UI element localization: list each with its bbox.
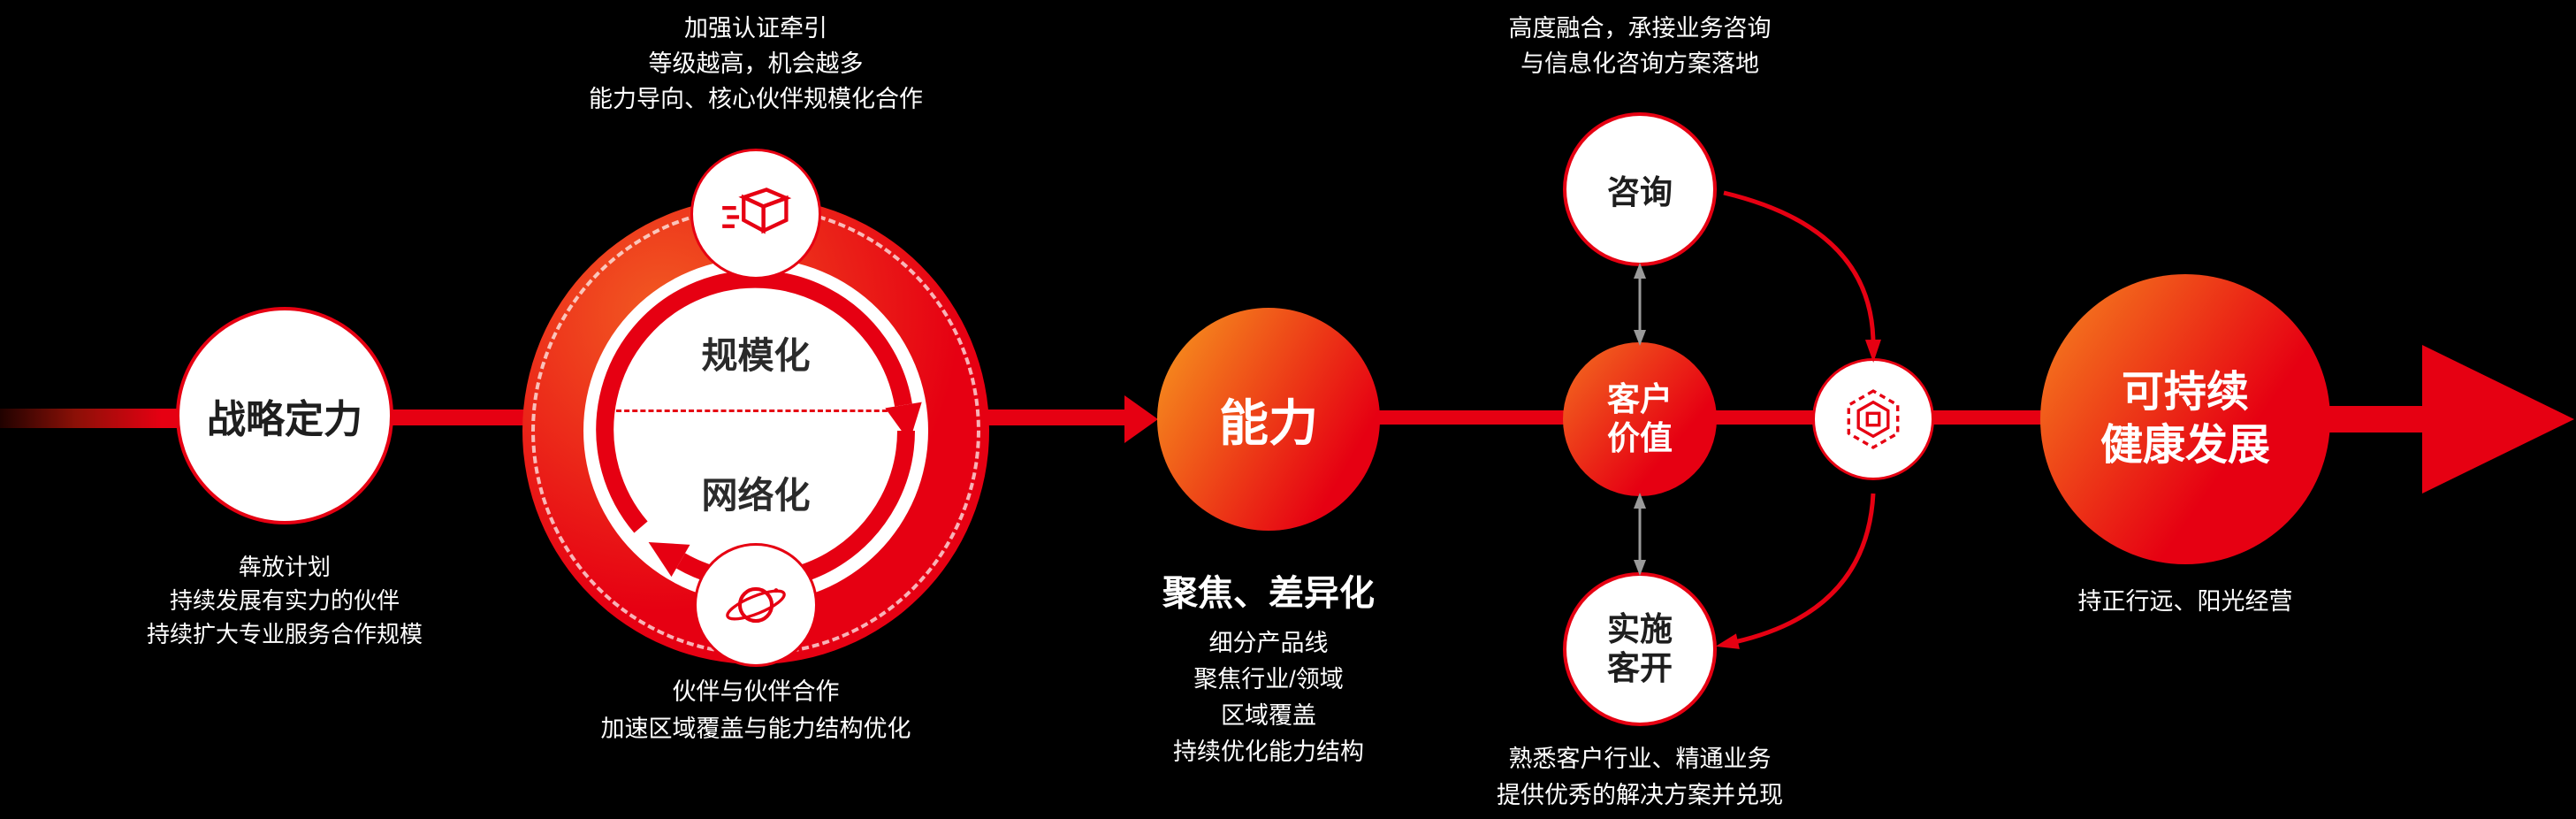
stage5-note: 持正行远、阳光经营 xyxy=(2077,588,2293,615)
stage4-impl-line2: 客开 xyxy=(1607,650,1673,686)
planet-icon xyxy=(726,586,786,624)
note-line: 加强认证牵引 xyxy=(684,15,827,42)
note-line: 持续优化能力结构 xyxy=(1173,739,1364,765)
note-line: 聚焦行业/领域 xyxy=(1193,666,1344,693)
connector-stage1-stage2 xyxy=(389,410,539,425)
stage3-headline: 聚焦、差异化 xyxy=(1162,574,1375,613)
connector-stage3-stage4 xyxy=(1375,410,1574,425)
note-line: 高度融合，承接业务咨询 xyxy=(1508,15,1772,42)
stage4-implementation-circle: 实施 客开 xyxy=(1563,572,1717,726)
stage4-customer-value-circle: 客户 价值 xyxy=(1563,342,1717,496)
note-line: 区域覆盖 xyxy=(1221,702,1316,729)
stage5-title-line2: 健康发展 xyxy=(2100,422,2270,469)
note-line: 伙伴与伙伴合作 xyxy=(672,678,840,705)
hexagon-platform-icon xyxy=(1847,389,1900,449)
note-line: 加速区域覆盖与能力结构优化 xyxy=(600,716,911,742)
consult-to-hub-arrow xyxy=(1723,190,1881,363)
stage2-bottom-icon-circle xyxy=(694,543,818,667)
note-line: 熟悉客户行业、精通业务 xyxy=(1508,746,1772,772)
stage1-circle: 战略定力 xyxy=(176,307,393,524)
stage4-customer-line2: 价值 xyxy=(1607,420,1673,456)
stage3-circle: 能力 xyxy=(1157,308,1380,531)
stage2-divider xyxy=(616,410,896,412)
note-line: 持续发展有实力的伙伴 xyxy=(169,587,400,614)
note-line: 与信息化咨询方案落地 xyxy=(1520,50,1759,77)
stage1-title: 战略定力 xyxy=(207,398,362,441)
stage3-notes: 细分产品线 聚焦行业/领域 区域覆盖 持续优化能力结构 xyxy=(1173,625,1364,770)
stage5-title-line1: 可持续 xyxy=(2121,369,2249,416)
stage4-top-notes: 高度融合，承接业务咨询 与信息化咨询方案落地 xyxy=(1509,11,1772,81)
final-arrow-body xyxy=(2323,406,2426,432)
stage4-hub-circle xyxy=(1812,358,1934,480)
note-line: 能力导向、核心伙伴规模化合作 xyxy=(589,86,923,112)
stage4-customer-line1: 客户 xyxy=(1607,381,1673,417)
note-line: 细分产品线 xyxy=(1208,630,1329,656)
stage4-impl-line1: 实施 xyxy=(1607,611,1673,647)
note-line: 等级越高，机会越多 xyxy=(648,50,864,77)
stage2-bottom-notes: 伙伴与伙伴合作 加速区域覆盖与能力结构优化 xyxy=(601,673,911,747)
stage2-top-notes: 加强认证牵引 等级越高，机会越多 能力导向、核心伙伴规模化合作 xyxy=(589,11,923,117)
stage2-scale-label: 规模化 xyxy=(701,335,811,376)
note-line: 犇放计划 xyxy=(238,554,332,580)
stage3-title: 能力 xyxy=(1219,394,1318,451)
shipping-box-icon xyxy=(722,188,792,234)
note-line: 提供优秀的解决方案并兑现 xyxy=(1497,782,1783,808)
stage2-top-icon-circle xyxy=(690,149,821,279)
arrowhead-stage3 xyxy=(1124,395,1158,443)
stage2-cycle-circle: 规模化 网络化 xyxy=(522,197,989,664)
stage5-circle: 可持续 健康发展 xyxy=(2040,274,2330,564)
note-line: 持续扩大专业服务合作规模 xyxy=(146,621,423,647)
stage4-bottom-notes: 熟悉客户行业、精通业务 提供优秀的解决方案并兑现 xyxy=(1497,741,1783,814)
stage2-network-label: 网络化 xyxy=(701,475,811,516)
stage4-consulting-label: 咨询 xyxy=(1607,174,1673,210)
final-arrow-head xyxy=(2422,345,2574,494)
stage4-consulting-circle: 咨询 xyxy=(1563,112,1717,266)
flow-start-fade-line xyxy=(0,409,190,428)
stage1-notes: 犇放计划 持续发展有实力的伙伴 持续扩大专业服务合作规模 xyxy=(147,550,423,651)
hub-to-impl-arrow xyxy=(1715,493,1876,649)
connector-stage2-stage3 xyxy=(981,410,1132,425)
